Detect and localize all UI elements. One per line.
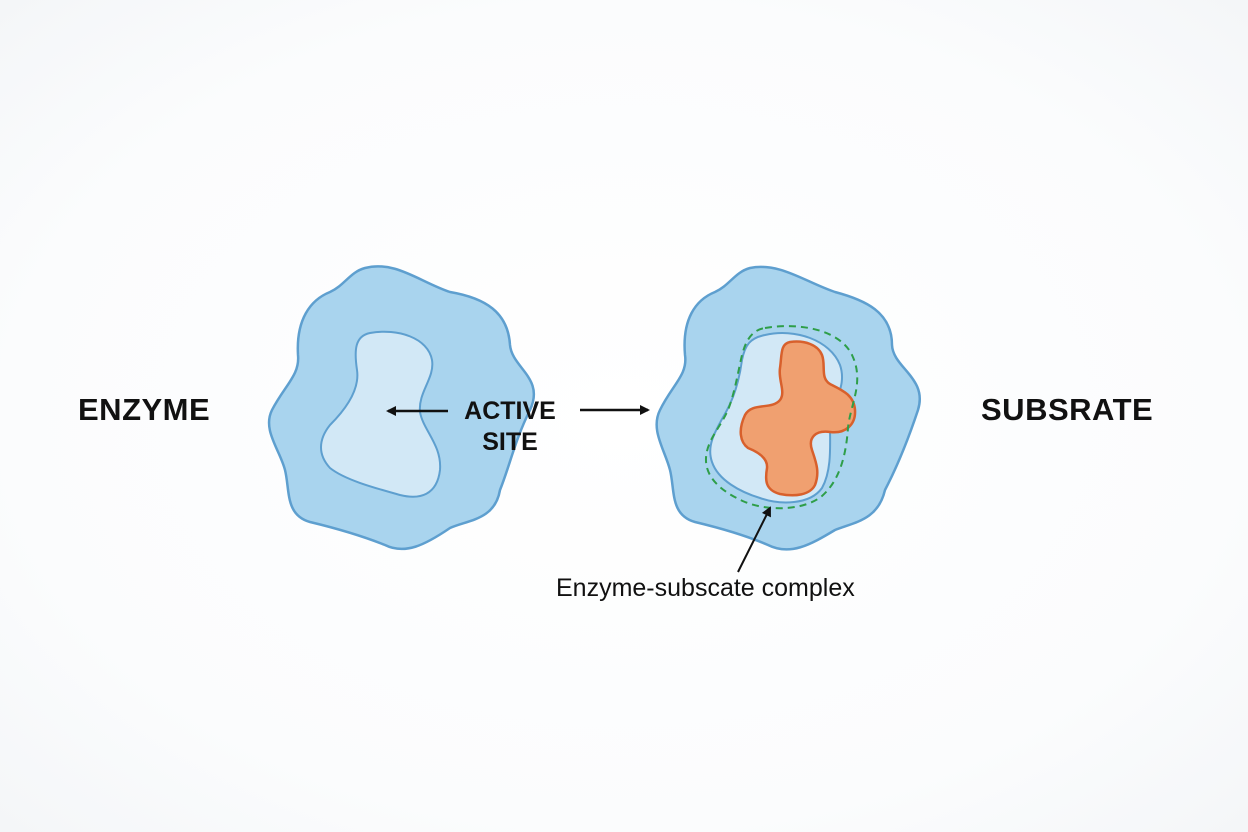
active-site-pocket <box>320 330 442 498</box>
active-site-label-line1: ACTIVE <box>464 397 556 425</box>
substrate-label: SUBSRATE <box>981 392 1154 427</box>
complex-pointer-arrow <box>737 506 771 573</box>
complex-dashed-outline <box>704 325 859 510</box>
active-site-label-line2: SITE <box>482 428 538 456</box>
complex-label: Enzyme-subscate complex <box>556 574 855 602</box>
enzyme-label: ENZYME <box>78 392 211 427</box>
active-site-label: ACTIVE SITE <box>455 396 565 458</box>
substrate-shape <box>739 340 857 497</box>
